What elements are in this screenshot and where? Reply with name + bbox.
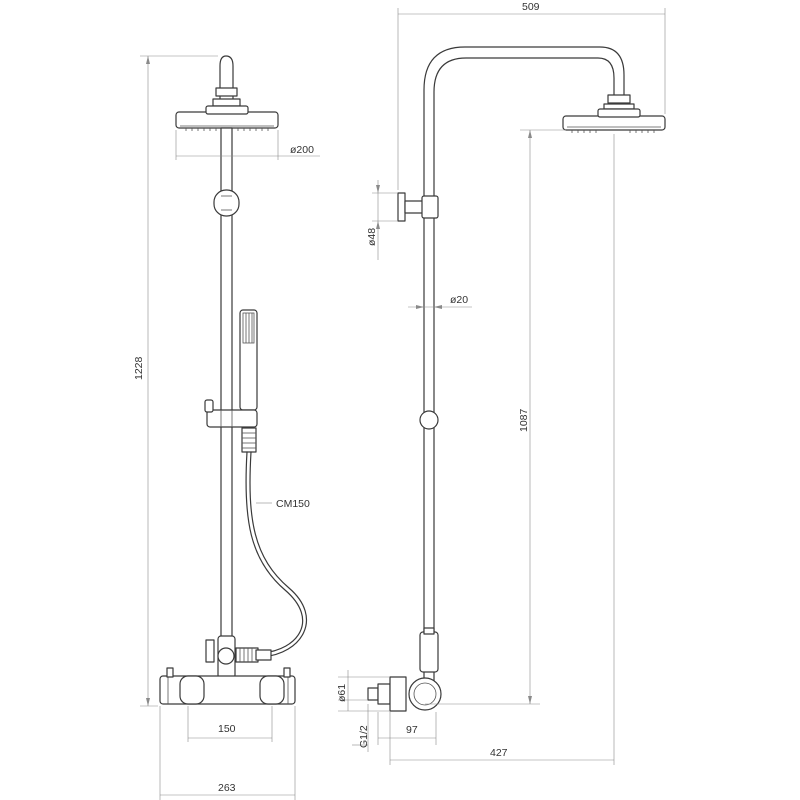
shower-head-side bbox=[562, 108, 666, 133]
head-height-label: 1087 bbox=[518, 408, 530, 432]
mixer-body-diameter-label: ø61 bbox=[336, 684, 348, 702]
side-view: 509 ø48 ø20 1087 ø61 G1/2 97 427 bbox=[336, 1, 666, 765]
inlet-spacing-label: 150 bbox=[218, 723, 236, 735]
diverter-front bbox=[205, 635, 272, 679]
wall-bracket-side bbox=[397, 192, 439, 222]
shower-head-front bbox=[175, 105, 279, 131]
wall-to-pipe-label: 97 bbox=[406, 724, 418, 736]
upper-bracket-front bbox=[213, 189, 240, 217]
top-connector bbox=[219, 55, 234, 103]
mixer-width-label: 263 bbox=[218, 782, 236, 794]
hand-shower-label: CM150 bbox=[276, 498, 310, 510]
pipe-diameter-label: ø20 bbox=[450, 294, 468, 306]
top-nut-lower bbox=[212, 98, 241, 107]
head-diameter-label: ø200 bbox=[290, 144, 314, 156]
mixer-front bbox=[159, 667, 296, 705]
riser-arm-outer bbox=[423, 46, 625, 691]
wall-bracket-diameter-label: ø48 bbox=[366, 228, 378, 246]
hose bbox=[245, 451, 304, 654]
hand-shower bbox=[239, 309, 258, 411]
slider-knob-side bbox=[419, 410, 439, 430]
front-view: 1228 ø200 CM150 150 263 bbox=[133, 55, 320, 800]
head-connector-side bbox=[607, 94, 631, 104]
projection-label: 509 bbox=[522, 1, 540, 13]
top-nut bbox=[215, 87, 238, 97]
slider-holder bbox=[204, 399, 258, 428]
riser-arm-inner bbox=[433, 57, 615, 691]
hose-nut-top bbox=[241, 427, 257, 453]
overall-height-label: 1228 bbox=[133, 356, 145, 380]
thread-label: G1/2 bbox=[358, 725, 370, 748]
dimension-lines-side bbox=[338, 8, 666, 765]
mixer-side bbox=[367, 676, 442, 712]
wall-to-head-label: 427 bbox=[490, 747, 508, 759]
diverter-side bbox=[419, 627, 439, 673]
dimension-lines-front bbox=[140, 55, 320, 800]
